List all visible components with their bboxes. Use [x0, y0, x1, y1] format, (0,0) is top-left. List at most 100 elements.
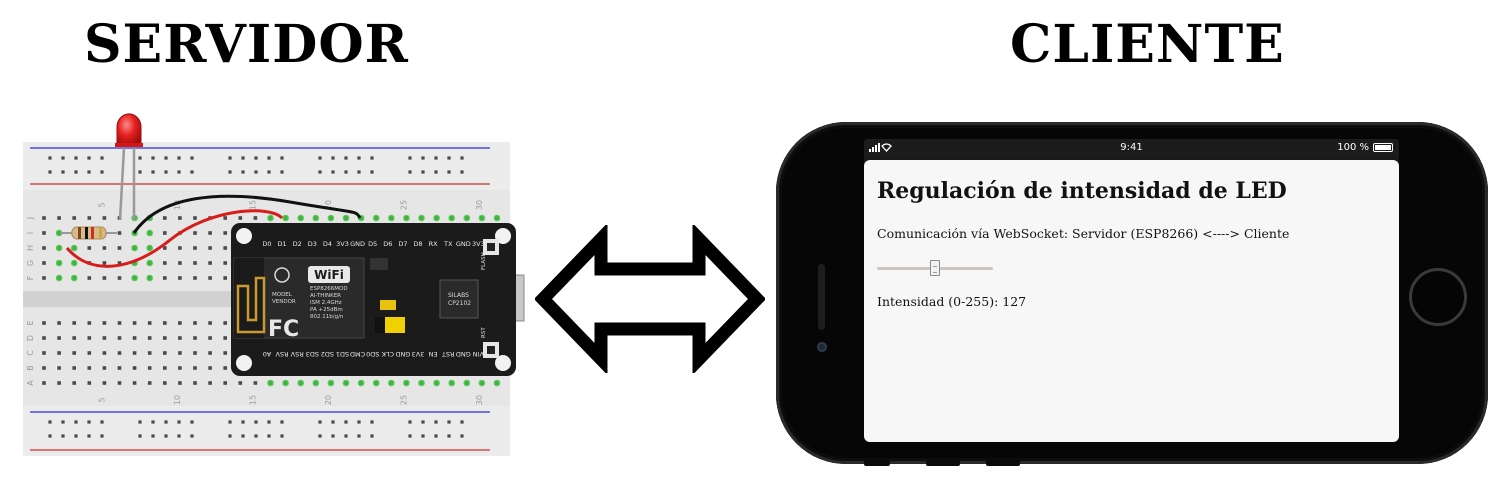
chip-label: CP2102 [448, 300, 471, 307]
terminal-hole [208, 276, 212, 280]
terminal-hole [163, 336, 167, 340]
terminal-hole [42, 381, 46, 385]
row-letter: F [26, 275, 35, 280]
terminal-hole [117, 261, 122, 265]
terminal-hole [132, 351, 137, 355]
terminal-hole [208, 381, 212, 385]
column-number: 30 [475, 200, 484, 210]
rail-hole [61, 170, 65, 174]
terminal-hole [57, 336, 61, 340]
terminal-hole [193, 246, 197, 250]
rail-hole [331, 156, 335, 160]
rail-hole [100, 434, 104, 438]
terminal-hole [223, 321, 227, 325]
pin-label: D3 [308, 240, 317, 248]
fcc-mark: FC [268, 317, 299, 342]
connected-hole [403, 379, 410, 387]
connected-hole [433, 379, 440, 387]
terminal-hole [208, 366, 212, 370]
rail-hole [164, 170, 168, 174]
module-text: AI-THINKER [310, 293, 341, 299]
terminal-hole [208, 336, 212, 340]
terminal-hole [87, 321, 92, 325]
terminal-hole [42, 261, 46, 265]
terminal-hole [193, 351, 197, 355]
terminal-hole [72, 321, 76, 325]
pin-label: D8 [413, 240, 422, 248]
rail-hole [460, 420, 464, 424]
page-description: Comunicación vía WebSocket: Servidor (ES… [877, 226, 1290, 241]
connected-hole [433, 214, 440, 222]
terminal-hole [223, 216, 227, 220]
rail-hole [434, 420, 438, 424]
terminal-hole [238, 381, 243, 385]
terminal-hole [163, 246, 167, 250]
row-letter: H [26, 245, 35, 251]
home-button[interactable] [1409, 268, 1467, 326]
terminal-hole [42, 366, 46, 370]
rail-hole [447, 434, 451, 438]
row-letter: J [26, 217, 35, 220]
rail-hole [138, 420, 142, 424]
rail-hole [190, 156, 194, 160]
rail-hole [74, 170, 78, 174]
terminal-hole [223, 366, 227, 370]
pin-label: SD1 [336, 350, 349, 358]
row-letter: A [26, 380, 35, 386]
connected-hole [372, 379, 380, 387]
terminal-hole [42, 246, 46, 250]
terminal-hole [102, 381, 107, 385]
rail-hole [61, 156, 65, 160]
terminal-hole [87, 216, 92, 220]
terminal-hole [147, 366, 152, 370]
slider-thumb[interactable] [930, 260, 940, 276]
connected-hole [342, 214, 350, 222]
intensity-slider[interactable] [877, 260, 993, 276]
rail-hole [408, 156, 412, 160]
pin-label: TX [443, 240, 453, 248]
rail-hole [370, 434, 374, 438]
pin-label: SD2 [321, 350, 334, 358]
connected-hole [493, 379, 501, 387]
terminal-hole [102, 276, 107, 280]
pin-label: GND [456, 240, 471, 248]
terminal-hole [87, 381, 92, 385]
chip-label: SILABS [448, 292, 469, 299]
terminal-hole [193, 321, 197, 325]
smartphone: 9:41 100 % Regulación de intensidad de L… [776, 122, 1488, 466]
terminal-hole [132, 366, 137, 370]
led [115, 113, 143, 221]
rail-hole [434, 434, 438, 438]
pin-label: D5 [368, 240, 377, 248]
rail-hole [318, 420, 322, 424]
rail-hole [280, 420, 284, 424]
terminal-hole [87, 366, 92, 370]
web-page: Regulación de intensidad de LED Comunica… [864, 160, 1399, 442]
rail-hole [87, 156, 91, 160]
terminal-hole [57, 351, 61, 355]
terminal-hole [163, 366, 167, 370]
usb-uart-chip [439, 279, 479, 319]
terminal-hole [163, 321, 167, 325]
rail-hole [344, 170, 348, 174]
pin-label: D1 [278, 240, 287, 248]
terminal-hole [117, 321, 122, 325]
terminal-hole [163, 231, 167, 235]
terminal-hole [178, 261, 182, 265]
terminal-hole [102, 261, 107, 265]
rail-hole [138, 156, 142, 160]
column-number: 25 [399, 200, 408, 210]
terminal-hole [178, 366, 182, 370]
terminal-hole [147, 351, 152, 355]
connected-hole [418, 214, 425, 222]
rail-hole [267, 420, 271, 424]
terminal-hole [42, 321, 46, 325]
terminal-hole [72, 351, 76, 355]
column-number: 15 [248, 200, 257, 210]
connected-hole [282, 379, 289, 387]
connected-hole [448, 214, 456, 222]
terminal-hole [208, 231, 212, 235]
terminal-hole [178, 351, 182, 355]
terminal-hole [117, 246, 122, 250]
